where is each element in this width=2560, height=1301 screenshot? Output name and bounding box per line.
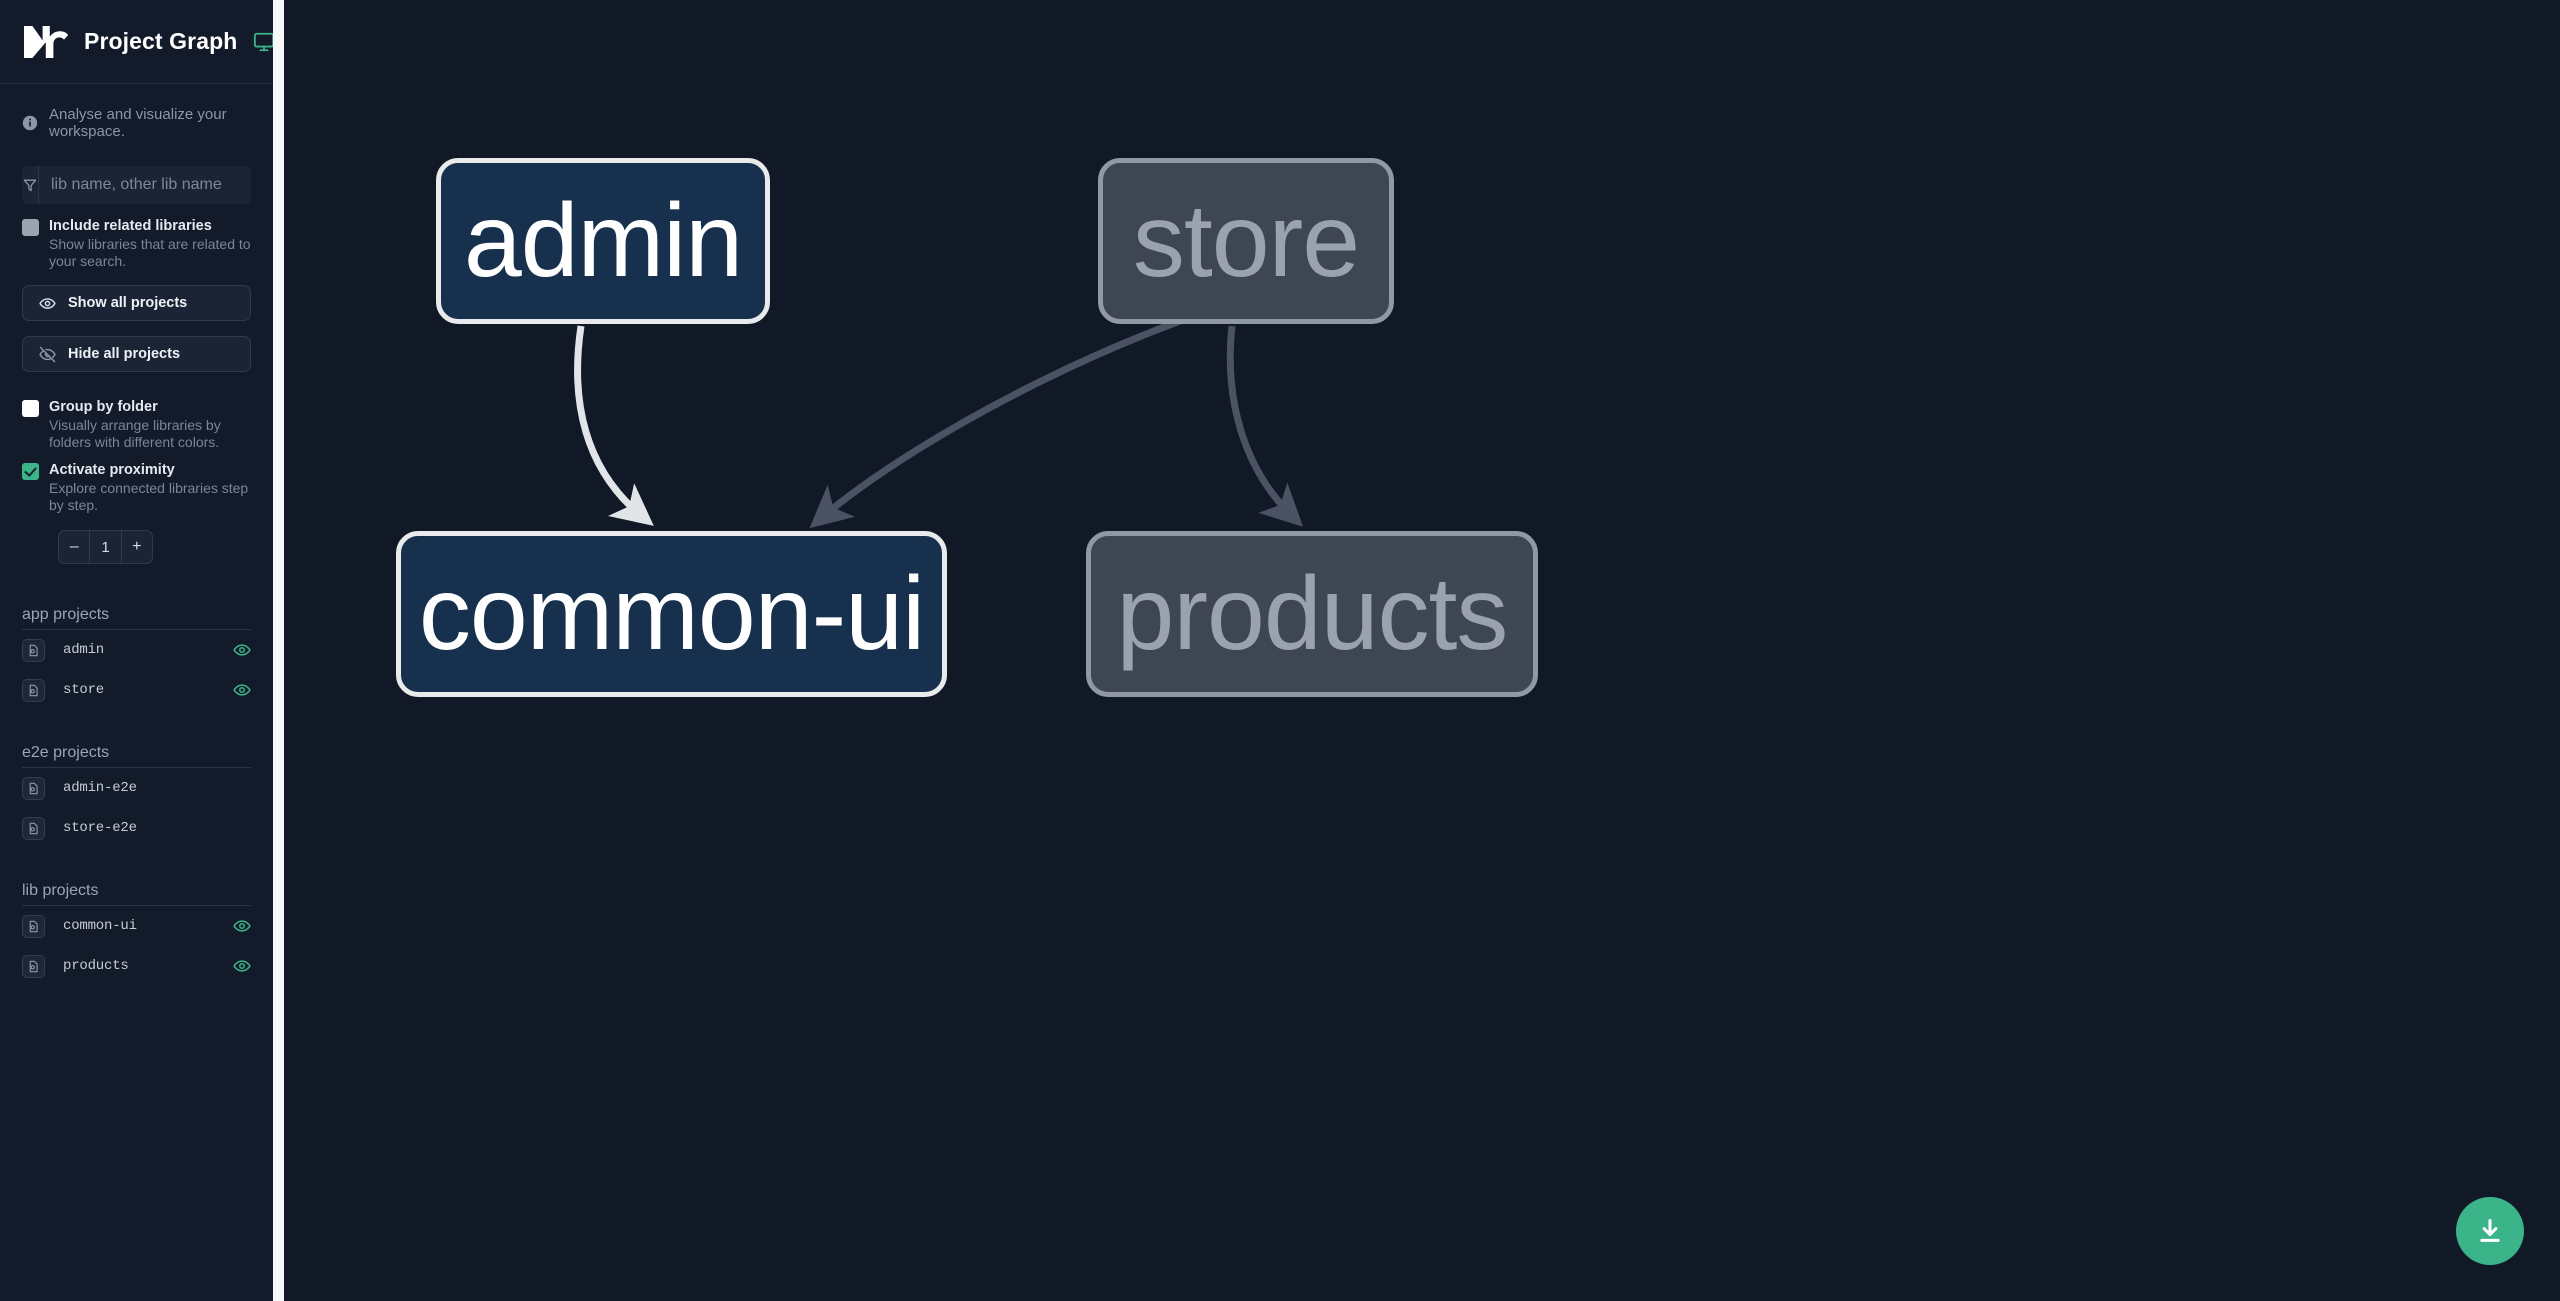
sidebar-tagline: Analyse and visualize your workspace. [0, 84, 273, 140]
project-file-icon [22, 638, 45, 662]
option-include-related-libraries[interactable]: Include related libraries Show libraries… [0, 204, 273, 270]
option-label: Activate proximity [49, 462, 175, 478]
stepper-divider [89, 531, 91, 563]
graph-node-common-ui[interactable]: common-ui [396, 531, 947, 697]
nx-logo-icon [24, 25, 68, 58]
group-lib-projects: lib projects common-ui products [0, 882, 273, 986]
project-row-admin-e2e[interactable]: admin-e2e [22, 768, 251, 808]
project-name: store-e2e [63, 820, 137, 836]
graph-node-admin[interactable]: admin [436, 158, 770, 324]
group-e2e-projects: e2e projects admin-e2e store-e2e [0, 744, 273, 848]
download-icon [2480, 1218, 2500, 1242]
activate-proximity-checkbox[interactable] [22, 463, 39, 480]
option-description: Show libraries that are related to your … [49, 236, 251, 269]
search-input[interactable] [39, 166, 251, 204]
project-row-store-e2e[interactable]: store-e2e [22, 808, 251, 848]
project-file-icon [22, 678, 45, 702]
graph-node-label: products [1116, 556, 1509, 672]
graph-node-label: admin [463, 183, 743, 299]
option-group-by-folder[interactable]: Group by folder Visually arrange librari… [0, 372, 273, 451]
project-name: common-ui [63, 918, 137, 934]
edge-store-to-common-ui [809, 286, 1285, 529]
graph-node-products[interactable]: products [1086, 531, 1538, 697]
option-text: Include related libraries Show libraries… [49, 217, 251, 270]
group-divider [22, 767, 251, 768]
option-label: Group by folder [49, 399, 158, 415]
show-all-projects-label: Show all projects [68, 295, 188, 311]
hide-all-projects-button[interactable]: Hide all projects [22, 336, 251, 372]
sidebar: Project Graph Analyse and visualize your… [0, 0, 273, 1301]
graph-node-store[interactable]: store [1098, 158, 1394, 324]
project-visibility-eye-icon[interactable] [233, 641, 251, 659]
project-file-icon [22, 914, 45, 938]
search-bar[interactable] [22, 166, 251, 204]
group-by-folder-checkbox[interactable] [22, 400, 39, 417]
option-text: Group by folder Visually arrange librari… [49, 398, 251, 451]
project-file-icon [22, 954, 45, 978]
edge-admin-to-common-ui [574, 325, 654, 526]
hide-all-projects-label: Hide all projects [68, 346, 181, 362]
proximity-increment-button[interactable]: + [132, 538, 142, 555]
project-row-admin[interactable]: admin [22, 630, 251, 670]
eye-off-icon [39, 346, 56, 362]
project-row-common-ui[interactable]: common-ui [22, 906, 251, 946]
project-name: admin [63, 642, 105, 658]
graph-node-label: store [1132, 183, 1360, 299]
project-visibility-eye-icon[interactable] [233, 681, 251, 699]
graph-canvas[interactable]: admin store common-ui products [284, 0, 2560, 1301]
option-description: Visually arrange libraries by folders wi… [49, 417, 221, 450]
project-file-icon [22, 776, 45, 800]
project-name: products [63, 958, 129, 974]
proximity-value: 1 [101, 538, 110, 556]
sidebar-tagline-text: Analyse and visualize your workspace. [49, 106, 227, 140]
monitor-icon[interactable] [253, 31, 273, 53]
download-graph-button[interactable] [2456, 1197, 2524, 1265]
group-title: app projects [22, 606, 110, 623]
include-related-libraries-checkbox[interactable] [22, 219, 39, 236]
group-divider [22, 629, 251, 630]
eye-icon [39, 297, 56, 309]
project-row-store[interactable]: store [22, 670, 251, 710]
group-divider [22, 905, 251, 906]
project-file-icon [22, 816, 45, 840]
info-icon [22, 115, 38, 131]
group-app-projects: app projects admin store [0, 606, 273, 710]
graph-node-label: common-ui [418, 556, 925, 672]
proximity-decrement-button[interactable]: – [69, 538, 79, 555]
group-title: lib projects [22, 882, 99, 899]
show-all-projects-button[interactable]: Show all projects [22, 285, 251, 321]
project-visibility-eye-icon[interactable] [233, 917, 251, 935]
stepper-divider [120, 531, 122, 563]
funnel-icon [23, 179, 37, 192]
option-label: Include related libraries [49, 218, 212, 234]
option-description: Explore connected libraries step by step… [49, 480, 249, 513]
option-text: Activate proximity Explore connected lib… [49, 461, 251, 514]
edge-store-to-products [1226, 325, 1304, 527]
proximity-stepper[interactable]: – 1 + [58, 530, 153, 564]
sidebar-resize-handle[interactable] [273, 0, 284, 1301]
project-visibility-eye-icon[interactable] [233, 957, 251, 975]
option-activate-proximity[interactable]: Activate proximity Explore connected lib… [0, 451, 273, 514]
project-name: admin-e2e [63, 780, 137, 796]
project-name: store [63, 682, 105, 698]
sidebar-header: Project Graph [0, 0, 273, 84]
page-title: Project Graph [84, 28, 238, 54]
group-title: e2e projects [22, 744, 110, 761]
project-row-products[interactable]: products [22, 946, 251, 986]
filter-icon-wrap [22, 166, 39, 204]
